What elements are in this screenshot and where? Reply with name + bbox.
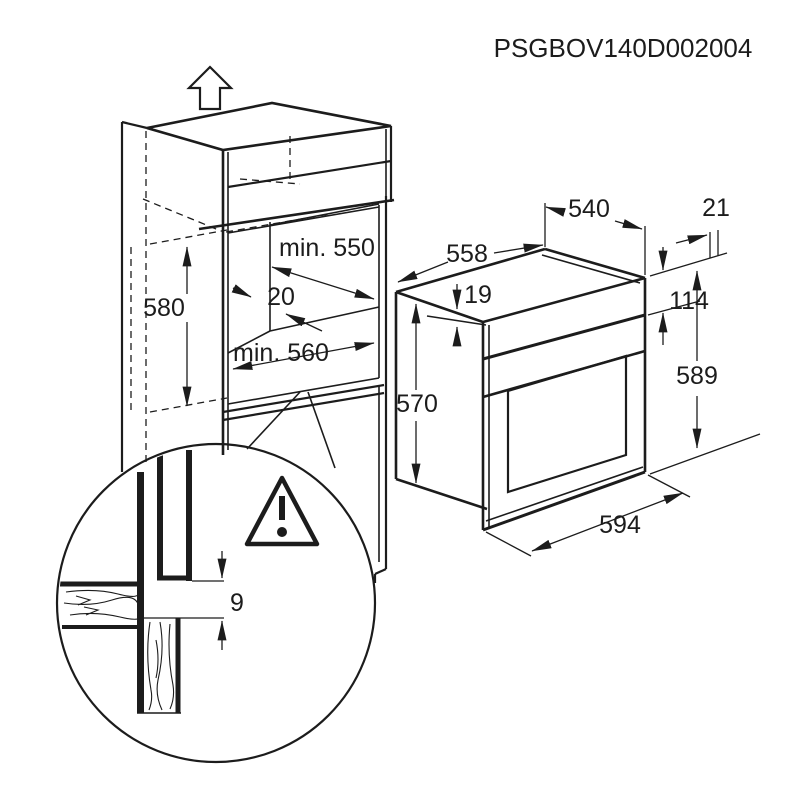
warning-triangle-icon (244, 475, 320, 547)
dim-bottom-gap: 9 (217, 551, 244, 650)
dim-front-overhang: 21 (675, 194, 730, 258)
dim-label-niche-width: min. 560 (233, 339, 329, 367)
part-number-label: PSGBOV140D002004 (494, 33, 753, 63)
dim-front-height: 589 (649, 252, 761, 475)
dim-label-control-panel-height: 114 (669, 287, 709, 315)
dim-control-panel-height: 114 (647, 247, 709, 345)
dim-label-oven-body-depth: 540 (568, 195, 610, 223)
dim-label-oven-body-height: 570 (396, 390, 438, 418)
dim-label-front-height: 589 (676, 362, 718, 390)
dim-label-rear-gap: 20 (267, 283, 295, 311)
dim-label-niche-depth: min. 550 (279, 234, 375, 262)
up-arrow-icon (186, 65, 234, 111)
dim-oven-body-depth: 540 (544, 195, 646, 275)
dim-oven-body-height: 570 (396, 303, 438, 484)
dim-niche-depth: min. 550 (271, 234, 375, 300)
cabinet-drawing (120, 101, 395, 583)
detail-circle: 9 (55, 442, 377, 764)
dim-label-bottom-gap: 9 (230, 589, 244, 617)
dim-front-width: 594 (485, 474, 691, 557)
dim-oven-body-width: 558 (397, 240, 544, 283)
dim-label-top-clearance: 19 (464, 281, 492, 309)
dim-label-niche-height: 580 (143, 294, 185, 322)
dim-label-oven-body-width: 558 (446, 240, 488, 268)
dim-rear-gap: 20 (231, 283, 323, 332)
dim-niche-height: 580 (143, 246, 192, 407)
dim-label-front-width: 594 (599, 511, 641, 539)
dim-niche-width: min. 560 (232, 339, 375, 370)
dim-label-front-overhang: 21 (702, 194, 730, 222)
dim-top-clearance: 19 (452, 281, 492, 347)
